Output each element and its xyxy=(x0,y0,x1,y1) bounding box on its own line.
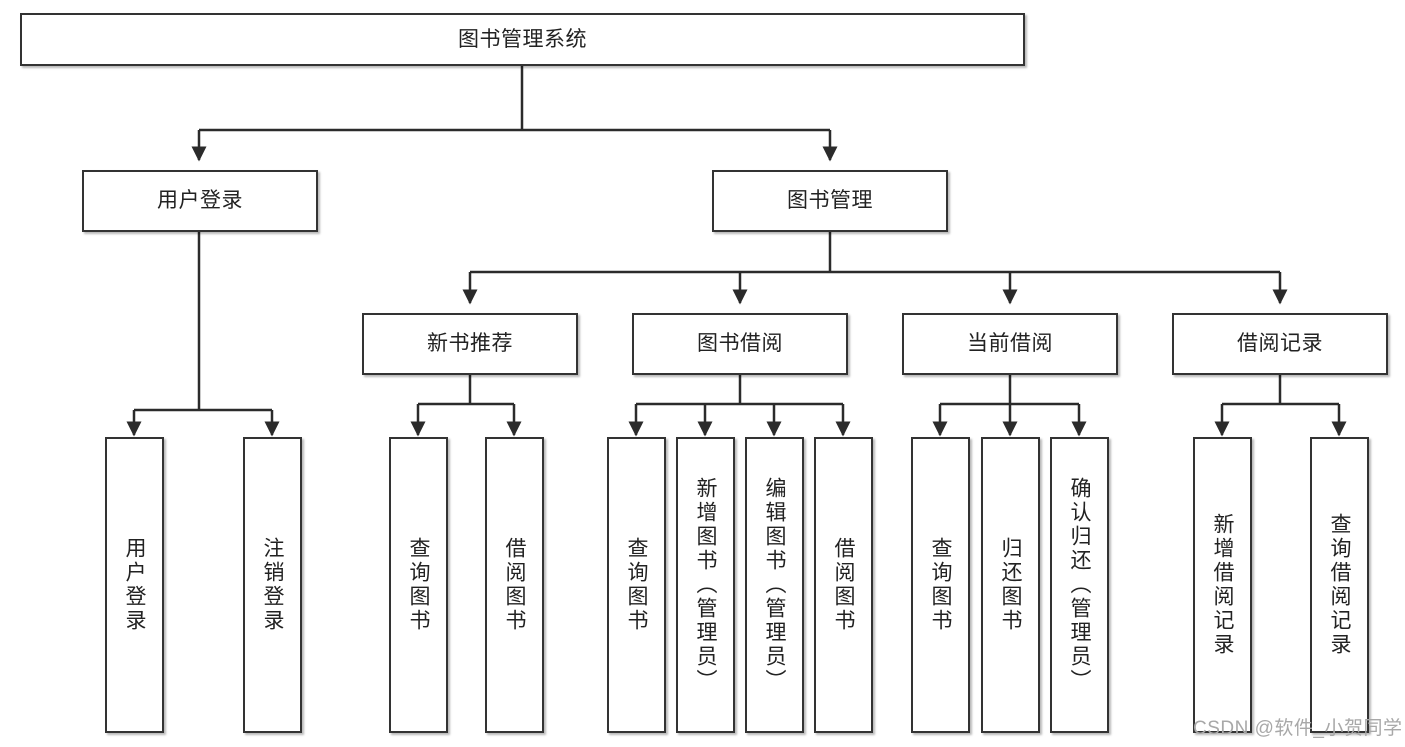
leaf-new-book-borrow[interactable]: 借阅图书 xyxy=(485,437,544,733)
node-label: 查询借阅记录 xyxy=(1328,513,1351,657)
node-label: 查询图书 xyxy=(625,537,648,633)
node-label: 确认归还（管理员） xyxy=(1068,477,1091,693)
leaf-current-borrow-confirm[interactable]: 确认归还（管理员） xyxy=(1050,437,1109,733)
node-label: 新书推荐 xyxy=(427,332,513,356)
node-label: 借阅记录 xyxy=(1237,332,1323,356)
node-label: 用户登录 xyxy=(123,537,146,633)
node-new-book-recommend[interactable]: 新书推荐 xyxy=(362,313,578,375)
leaf-book-borrow-query[interactable]: 查询图书 xyxy=(607,437,666,733)
node-label: 借阅图书 xyxy=(503,537,526,633)
leaf-book-borrow-borrow[interactable]: 借阅图书 xyxy=(814,437,873,733)
node-label: 借阅图书 xyxy=(832,537,855,633)
leaf-borrow-record-add[interactable]: 新增借阅记录 xyxy=(1193,437,1252,733)
csdn-watermark: CSDN @软件_小贺同学 xyxy=(1193,718,1403,739)
node-label: 归还图书 xyxy=(999,537,1022,633)
leaf-borrow-record-query[interactable]: 查询借阅记录 xyxy=(1310,437,1369,733)
node-label: 用户登录 xyxy=(157,189,243,213)
node-root-system[interactable]: 图书管理系统 xyxy=(20,13,1025,66)
leaf-user-login-signout[interactable]: 注销登录 xyxy=(243,437,302,733)
node-label: 当前借阅 xyxy=(967,332,1053,356)
node-label: 图书管理 xyxy=(787,189,873,213)
node-label: 新增图书（管理员） xyxy=(694,477,717,693)
leaf-new-book-query[interactable]: 查询图书 xyxy=(389,437,448,733)
leaf-user-login-signin[interactable]: 用户登录 xyxy=(105,437,164,733)
node-user-login[interactable]: 用户登录 xyxy=(82,170,318,232)
node-current-borrow[interactable]: 当前借阅 xyxy=(902,313,1118,375)
node-borrow-record[interactable]: 借阅记录 xyxy=(1172,313,1388,375)
node-book-management[interactable]: 图书管理 xyxy=(712,170,948,232)
node-book-borrow[interactable]: 图书借阅 xyxy=(632,313,848,375)
node-label: 注销登录 xyxy=(261,537,284,633)
node-label: 图书管理系统 xyxy=(458,27,587,51)
node-label: 查询图书 xyxy=(407,537,430,633)
node-label: 新增借阅记录 xyxy=(1211,513,1234,657)
leaf-book-borrow-add[interactable]: 新增图书（管理员） xyxy=(676,437,735,733)
leaf-book-borrow-edit[interactable]: 编辑图书（管理员） xyxy=(745,437,804,733)
node-label: 查询图书 xyxy=(929,537,952,633)
node-label: 图书借阅 xyxy=(697,332,783,356)
leaf-current-borrow-return[interactable]: 归还图书 xyxy=(981,437,1040,733)
node-label: 编辑图书（管理员） xyxy=(763,477,786,693)
leaf-current-borrow-query[interactable]: 查询图书 xyxy=(911,437,970,733)
